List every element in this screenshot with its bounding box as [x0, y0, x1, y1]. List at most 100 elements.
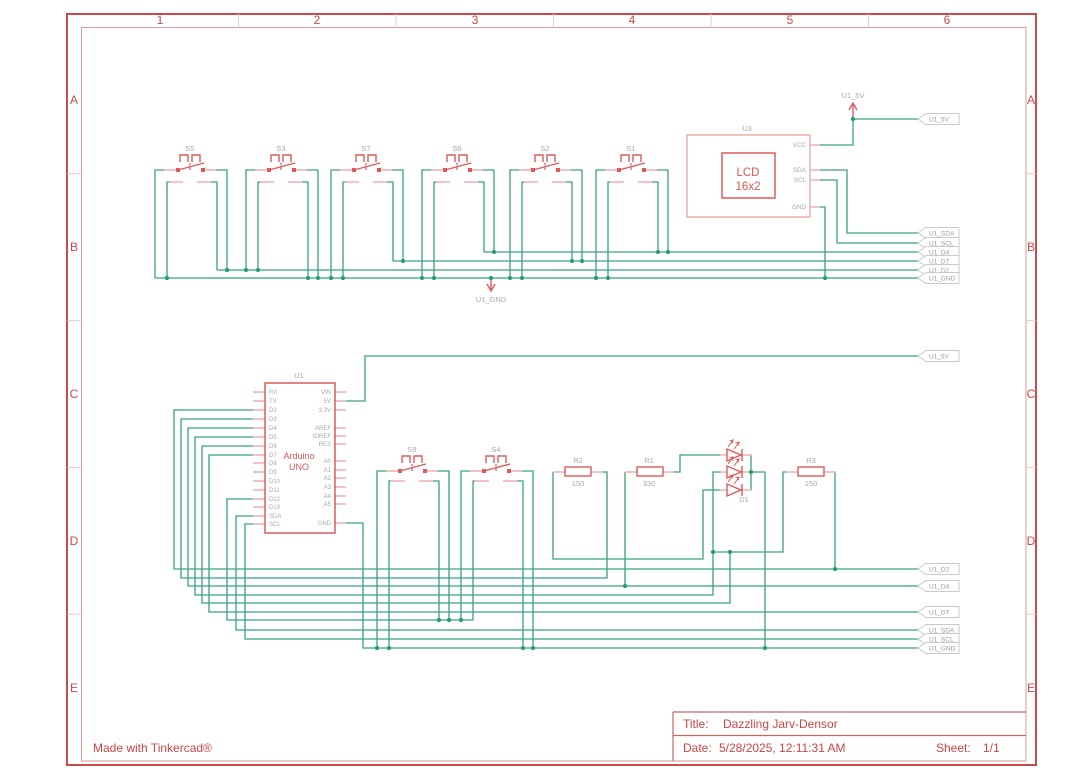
resistor-ref-label: R1: [644, 456, 654, 465]
arduino-pin-label: AREF: [315, 426, 331, 432]
net-tag-label: U1_SCL: [929, 241, 954, 248]
net-tag-label: U1_D7: [929, 610, 950, 617]
lcd-component: U3 LCD 16x2 VCC SDA SCL GND: [686, 124, 811, 218]
net-tag: U1_5V: [917, 113, 960, 125]
lcd-pin-label: SCL: [794, 177, 807, 184]
resistor-value: 150: [805, 479, 818, 488]
power-flag-label: U1_5V: [842, 91, 865, 100]
power-flag-5v: U1_5V: [842, 91, 865, 119]
arduino-pin-label: TX: [269, 399, 277, 405]
lcd-display-line2: 16x2: [736, 181, 761, 193]
wires: [154, 118, 918, 649]
date-value: 5/28/2025, 12:11:31 AM: [719, 741, 846, 755]
junction-dot: [710, 549, 716, 555]
net-tag: U1_5V: [917, 350, 960, 362]
net-tag-label: U1_D2: [929, 567, 950, 574]
net-tag-label: U1_SDA: [929, 628, 955, 635]
lcd-pin-label: VCC: [793, 142, 807, 149]
arduino-pin-label: RES: [319, 442, 331, 448]
switch-ref-label: S2: [540, 144, 549, 153]
net-tag: U1_D4: [917, 580, 960, 592]
junction-dot: [832, 566, 838, 572]
switch-symbol: [532, 154, 560, 171]
switch-symbol: [444, 154, 472, 171]
net-tag-label: U1_D4: [929, 250, 950, 257]
led-emission-arrows: [727, 439, 741, 485]
wire-net-d7-bottom: [208, 454, 918, 613]
switch-s5: S5: [177, 144, 205, 171]
arduino-pin-label: A3: [324, 485, 332, 491]
switch-ref-label: S7: [361, 144, 370, 153]
lcd-display-line1: LCD: [736, 167, 759, 179]
wire-net-d4-top: [478, 169, 918, 253]
arduino-pin-label: D5: [269, 435, 277, 441]
frame-inner-border: [81, 27, 1027, 762]
row-label-right: D: [1027, 534, 1036, 548]
wire-net-gnd-bottom: [346, 455, 918, 649]
junction-dot: [530, 645, 536, 651]
wire-net-sda-bottom: [235, 515, 918, 631]
wire-net-d12-bottom: [226, 470, 475, 621]
switch-ref-label: S4: [491, 445, 500, 454]
title-block: Title: Dazzling Jarv-Densor Date: 5/28/2…: [672, 711, 1026, 761]
junction-dot: [255, 267, 261, 273]
arduino-pin-label: 3.3V: [319, 408, 331, 414]
resistor-r2: R2 150: [564, 456, 592, 488]
row-label-left: D: [70, 534, 79, 548]
junction-dot: [374, 645, 380, 651]
net-tag-shape: [917, 350, 960, 362]
junction-dot: [569, 258, 575, 264]
junction-dot: [419, 275, 425, 281]
arduino-ref-label: U1: [294, 371, 304, 380]
column-label: 4: [629, 13, 636, 27]
junction-dot: [850, 116, 856, 122]
wire-net-gnd-top: [154, 169, 918, 279]
switch-s6: S6: [444, 144, 472, 171]
wire-net-scl-top: [820, 179, 918, 244]
net-tag-shape: [917, 113, 960, 125]
arduino-pin-label: A0: [324, 459, 332, 465]
led-ref-label: D1: [739, 495, 749, 504]
led-d1: D1: [726, 439, 749, 504]
junction-dots: [164, 116, 856, 651]
resistor-value: 150: [572, 479, 585, 488]
wire-net-d2-bottom: [173, 409, 918, 570]
junction-dot: [593, 275, 599, 281]
net-tag: U1_GND: [917, 272, 960, 284]
frame-band-dividers: [67, 14, 1036, 615]
net-tag-label: U1_SCL: [929, 637, 954, 644]
switch-symbol: [353, 154, 381, 171]
junction-dot: [762, 645, 768, 651]
net-tag-label: U1_GND: [929, 646, 956, 653]
resistor-body: [564, 466, 592, 477]
frame-outer-border: [66, 13, 1037, 766]
switch-ref-label: S3: [276, 144, 285, 153]
arduino-left-pin-labels: RX TX D2 D3 D4 D5 D6 D7 D8 D9 D10 D11 D1…: [269, 390, 281, 528]
net-tag-label: U1_5V: [929, 354, 950, 361]
arduino-right-pin-labels: VIN 5V 3.3V AREF IOREF RES A0 A1 A2 A3 A…: [313, 390, 332, 527]
junction-dot: [665, 249, 671, 255]
arduino-pin-label: D10: [269, 479, 281, 485]
net-tag: U1_GND: [917, 642, 960, 654]
lcd-pin-label: GND: [792, 204, 806, 211]
sheet-frame: 1 2 3 4 5 6 A B C D E A B C D E Made wit…: [66, 13, 1037, 766]
switch-symbol: [268, 154, 296, 171]
junction-dot: [243, 267, 249, 273]
junction-dot: [458, 617, 464, 623]
row-label-left: B: [70, 240, 78, 254]
wire-net-r2-led: [552, 472, 720, 560]
arduino-body: [264, 382, 336, 534]
switch-s3: S3: [268, 144, 296, 171]
switch-ref-label: S1: [626, 144, 635, 153]
row-label-right: E: [1027, 681, 1035, 695]
net-tag-label: U1_GND: [929, 276, 956, 283]
arduino-pin-label: A4: [324, 494, 332, 500]
row-label-right: B: [1027, 240, 1035, 254]
arduino-pin-label: A1: [324, 468, 332, 474]
switch-symbol: [618, 154, 646, 171]
junction-dot: [305, 275, 311, 281]
wire-net-d6-bottom: [201, 445, 731, 604]
arduino-pin-label: 5V: [324, 399, 331, 405]
wire-net-r1-led: [674, 454, 720, 473]
